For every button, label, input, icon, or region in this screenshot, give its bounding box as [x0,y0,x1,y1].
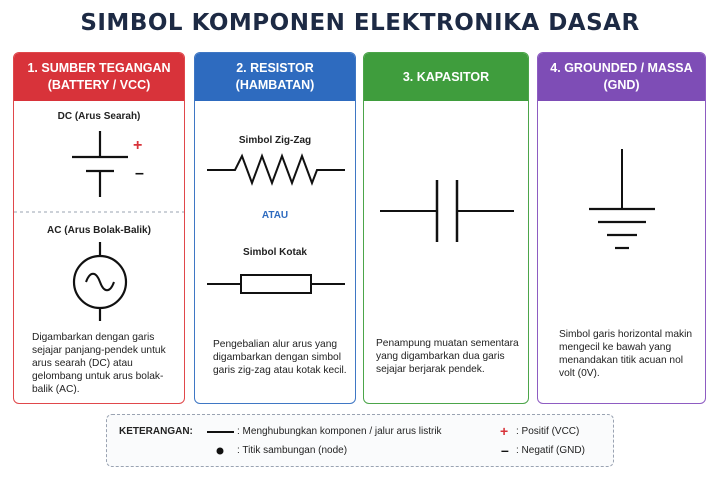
legend-box: KETERANGAN: : Menghubungkan komponen / j… [106,414,614,467]
legend-minus-icon: – [501,442,509,458]
or-label: ATAU [261,210,289,221]
dc-label: DC (Arus Searah) [57,111,141,122]
legend-item-negative: : Negatif (GND) [516,445,585,456]
legend-heading: KETERANGAN: [119,426,193,437]
card-subtitle: (GND) [603,78,640,92]
ac-label: AC (Arus Bolak-Balik) [47,225,151,236]
dc-battery-symbol [14,131,184,321]
legend-dot-icon [216,447,224,455]
card-header-resistor: 2. RESISTOR (HAMBATAN) [195,53,355,101]
capacitor-symbol [380,180,514,242]
positive-sign: + [133,137,143,154]
zigzag-label: Simbol Zig-Zag [238,135,312,146]
resistor-zigzag-symbol [207,153,345,186]
card-title: 2. RESISTOR [236,61,314,75]
card-resistor: 2. RESISTOR (HAMBATAN) Simbol Zig-Zag AT… [194,52,356,404]
card-capacitor: 3. KAPASITOR Penampung muatan sementara … [363,52,529,404]
page-title: SIMBOL KOMPONEN ELEKTRONIKA DASAR [80,10,640,36]
legend-line-icon [207,431,234,433]
ground-symbol [589,149,655,250]
card-description: Simbol garis horizontal makin mengecil k… [559,329,693,379]
negative-sign: – [135,165,144,182]
card-description: Digambarkan dengan garis sejajar panjang… [32,332,166,395]
card-title: 4. GROUNDED / MASSA [550,61,693,75]
card-ground: 4. GROUNDED / MASSA (GND) Simbol garis h… [537,52,706,404]
card-header-ground: 4. GROUNDED / MASSA (GND) [538,53,705,101]
card-header-capacitor: 3. KAPASITOR [364,53,528,101]
box-label: Simbol Kotak [243,247,307,258]
legend-item-line: : Menghubungkan komponen / jalur arus li… [237,426,442,437]
card-subtitle: (BATTERY / VCC) [47,78,151,92]
card-subtitle: (HAMBATAN) [235,78,315,92]
card-title: 3. KAPASITOR [402,69,490,84]
legend-item-positive: : Positif (VCC) [516,426,580,437]
legend-item-node: : Titik sambungan (node) [237,445,348,456]
card-description: Penampung muatan sementara yang digambar… [376,338,519,375]
card-header-power-source: 1. SUMBER TEGANGAN (BATTERY / VCC) [14,53,184,101]
legend-plus-icon: + [500,423,509,439]
resistor-box-symbol [207,274,345,294]
card-title: 1. SUMBER TEGANGAN [27,61,171,75]
card-description: Pengebalian alur arus yang digambarkan d… [213,339,347,376]
card-power-source: 1. SUMBER TEGANGAN (BATTERY / VCC) DC (A… [13,52,185,404]
